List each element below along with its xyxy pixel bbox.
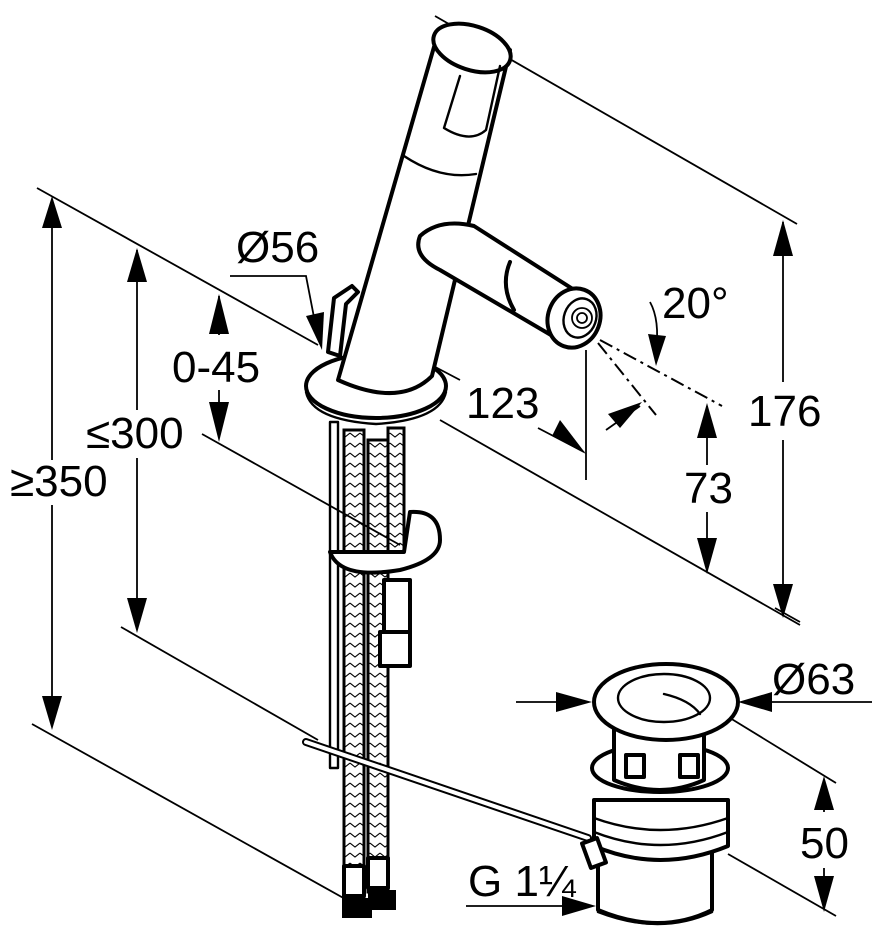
label-jet-angle: 20° xyxy=(662,279,729,328)
label-deck-diameter: Ø56 xyxy=(236,223,319,272)
tap-top-cap xyxy=(431,21,513,75)
arrow-down-icon xyxy=(127,598,147,633)
dim-056-leader xyxy=(230,275,319,339)
dimension-arrows xyxy=(42,196,872,916)
hose-fitting-right xyxy=(366,856,390,890)
pop-up-waste xyxy=(580,662,740,926)
waste-window-right xyxy=(678,753,700,779)
lift-rod xyxy=(328,420,340,770)
aerator-inner xyxy=(576,312,588,324)
hose-nut-left xyxy=(342,898,372,918)
mixer-tap xyxy=(304,21,603,426)
ext-line-waste-top xyxy=(729,717,837,784)
arrow-down-icon xyxy=(209,402,229,442)
tap-column xyxy=(336,30,512,396)
ext-line-176-bottom xyxy=(774,607,801,623)
nozzle-ring xyxy=(562,297,598,339)
arrow-up-icon xyxy=(42,196,62,228)
label-total-height: 176 xyxy=(748,387,821,436)
jet-axis-line xyxy=(599,339,723,407)
dimension-labels: Ø56 0-45 ≤300 ≥350 123 20° 73 176 Ø63 50… xyxy=(10,223,855,906)
arrow-up-icon xyxy=(814,776,834,810)
label-hose-max: ≤300 xyxy=(86,409,184,458)
ext-line-350-bottom xyxy=(31,723,348,901)
ext-line-waste-bottom xyxy=(727,853,837,917)
arrow-down-icon xyxy=(773,584,793,618)
arrow-down-icon xyxy=(306,312,324,350)
arrow-down-icon xyxy=(814,876,834,912)
arrow-right-icon xyxy=(556,692,592,712)
top-handle-slot xyxy=(442,64,502,138)
lever xyxy=(326,284,360,358)
column-ring xyxy=(402,154,478,177)
arrow-up-icon xyxy=(209,294,229,334)
waste-window-left xyxy=(624,753,646,779)
arrow-right-icon xyxy=(562,896,596,916)
label-waste-height: 50 xyxy=(800,819,849,868)
mounting-bracket xyxy=(328,509,442,575)
label-deck-thickness: 0-45 xyxy=(172,343,260,392)
ext-line-base-right xyxy=(439,419,801,626)
waste-plug xyxy=(616,672,712,724)
arrow-down-icon xyxy=(42,696,62,730)
ext-line-300-bottom xyxy=(120,626,319,741)
hose-nut-right xyxy=(368,890,396,910)
aerator-icon xyxy=(571,307,593,329)
hose-left xyxy=(342,428,366,902)
label-waste-diameter: Ø63 xyxy=(772,655,855,704)
arrow-up-icon xyxy=(697,403,717,438)
label-hose-min: ≥350 xyxy=(10,457,108,506)
mounting-nut xyxy=(382,578,412,634)
ext-line-deck-top xyxy=(36,187,319,346)
jet-angle-line xyxy=(597,342,657,416)
hose-fitting-left xyxy=(342,864,366,898)
label-spout-reach: 123 xyxy=(466,379,539,428)
arrow-down-icon xyxy=(697,538,717,574)
label-waste-thread: G 1¼ xyxy=(468,857,577,906)
rosette-edge xyxy=(304,390,448,426)
arrow-up-right-icon xyxy=(608,402,642,428)
arrow-up-icon xyxy=(773,220,793,256)
waste-flange xyxy=(592,662,740,742)
arrow-down-icon xyxy=(648,334,666,366)
waste-lever-nut xyxy=(580,836,608,870)
mounting-nut-hex xyxy=(378,630,412,668)
supply-hoses xyxy=(302,420,592,918)
arrow-up-icon xyxy=(127,248,147,282)
extension-lines xyxy=(31,15,837,917)
arrow-right-icon xyxy=(552,420,586,454)
plug-marker xyxy=(662,692,702,716)
label-spout-height: 73 xyxy=(684,464,733,513)
threaded-rod xyxy=(386,426,406,556)
spout-ring xyxy=(503,260,516,312)
arrow-left-icon xyxy=(738,692,772,712)
